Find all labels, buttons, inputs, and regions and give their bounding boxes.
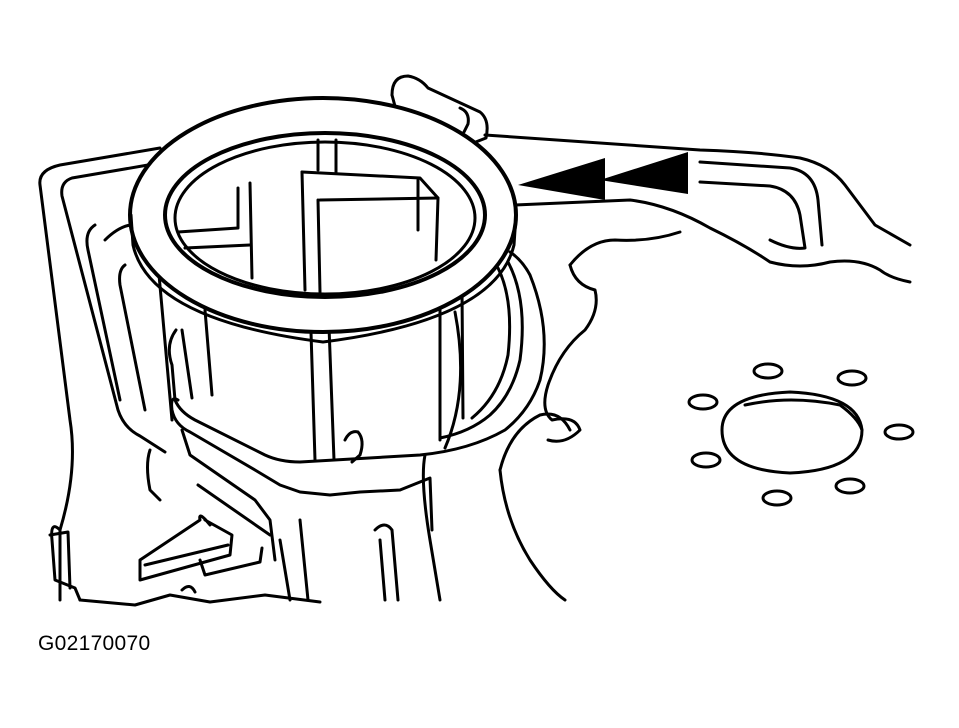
bolt-hole — [836, 369, 868, 387]
bolt-hole — [761, 489, 793, 507]
bolt-hole — [690, 451, 722, 469]
figure-id-label: G02170070 — [38, 632, 151, 655]
bore-walls — [167, 250, 546, 464]
housing-outline — [38, 146, 322, 607]
seal-ring — [128, 96, 518, 344]
bearing-bore-with-bolt-holes — [687, 362, 915, 507]
flange-edge-right — [483, 133, 912, 443]
bolt-hole — [687, 393, 719, 411]
lower-housing-details — [138, 397, 572, 602]
bolt-hole — [834, 477, 866, 495]
bolt-hole — [883, 423, 915, 441]
bolt-hole — [752, 362, 784, 380]
double-arrow-indicator — [518, 152, 688, 200]
